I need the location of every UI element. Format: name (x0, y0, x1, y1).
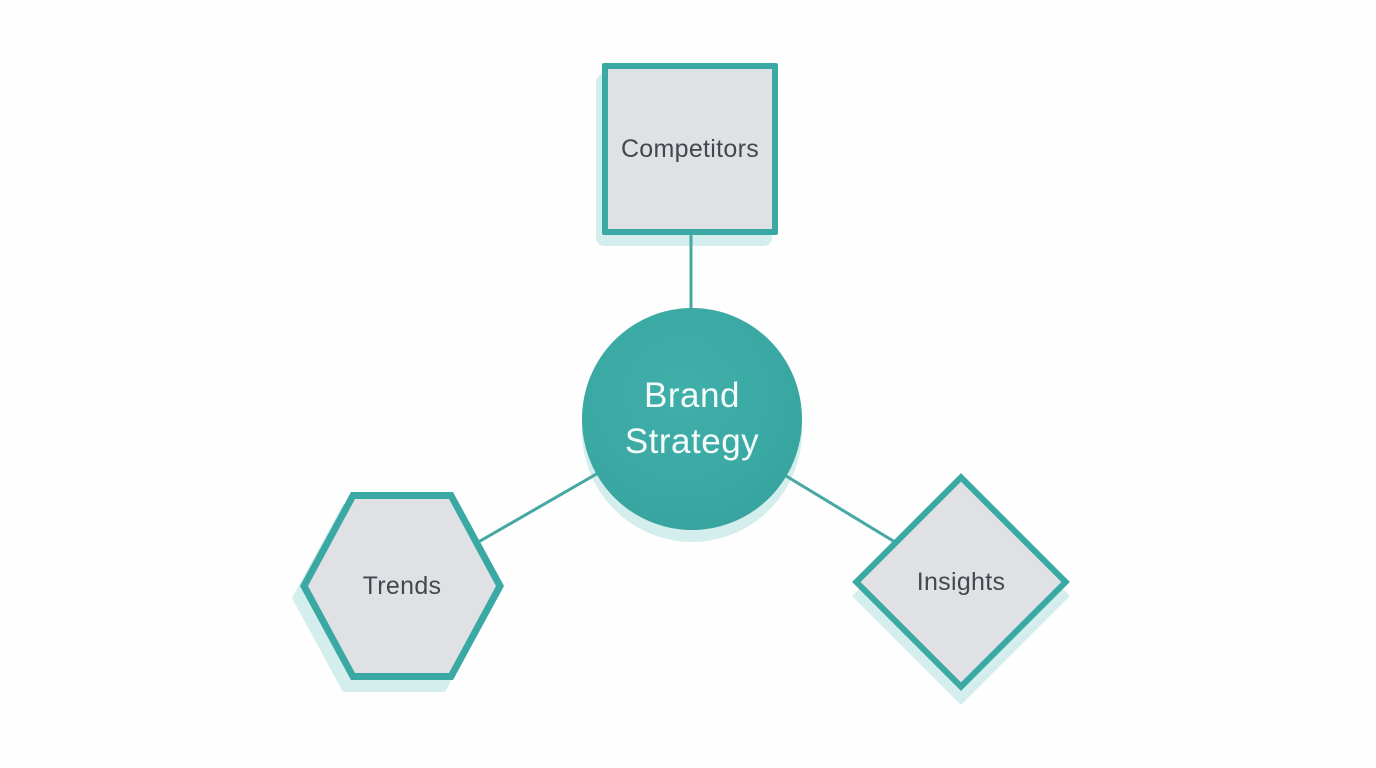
node-brand-strategy: Brand Strategy (582, 308, 802, 542)
node-insights: Insights (852, 473, 1070, 705)
node-trends-label: Trends (362, 571, 442, 600)
hexagon-shape-fill (308, 499, 496, 673)
circle-shape (582, 308, 802, 530)
square-shape (602, 63, 778, 235)
node-competitors: Competitors (596, 63, 778, 246)
node-trends: Trends (292, 492, 504, 692)
node-competitors-label: Competitors (620, 134, 760, 163)
node-brand-strategy-label: Brand Strategy (624, 376, 760, 461)
node-insights-label: Insights (916, 567, 1006, 596)
